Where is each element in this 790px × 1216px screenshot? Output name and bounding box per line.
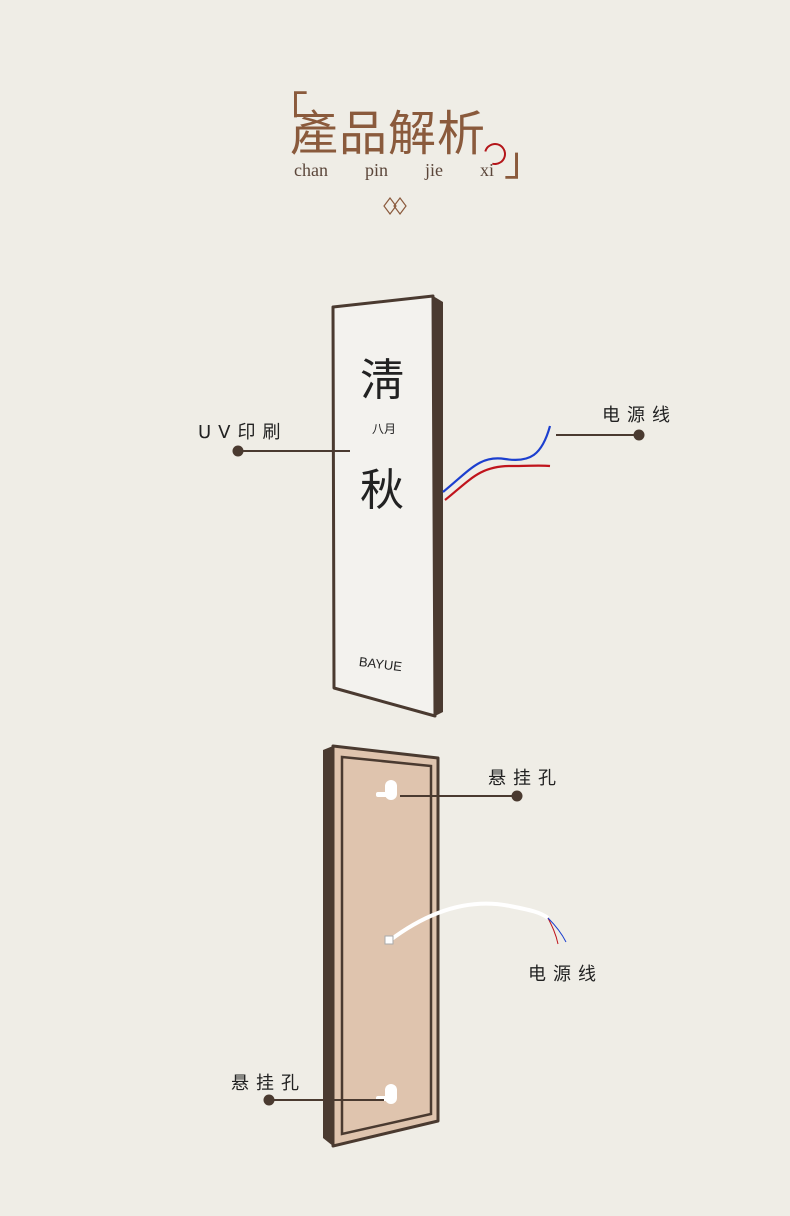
power-cord-label-front: 电源线 (602, 405, 677, 426)
hanging-hole-top-icon (376, 780, 397, 800)
panel-char-top: 淸 (360, 355, 404, 406)
panel-subtitle: 八月 (372, 422, 397, 436)
right-bracket: 」 (504, 139, 544, 185)
left-bracket: 「 (268, 89, 308, 135)
uv-print-label: UV印刷 (198, 422, 288, 443)
pinyin-xi: xi (479, 160, 494, 180)
pinyin-pin: pin (364, 160, 388, 180)
white-power-cord (387, 901, 550, 943)
pinyin-jie: jie (424, 160, 443, 180)
pinyin-chan: chan (294, 160, 328, 180)
panel-char-bottom: 秋 (360, 465, 404, 516)
hanging-hole-label-top: 悬挂孔 (488, 768, 563, 789)
red-wire (444, 464, 551, 501)
power-cord-label-back: 电源线 (528, 964, 603, 985)
front-panel (331, 294, 552, 718)
page-title: 產品解析 (290, 106, 487, 162)
hanging-hole-label-bottom: 悬挂孔 (231, 1073, 306, 1094)
diamond-ornament-icon (383, 197, 407, 215)
back-panel (323, 744, 567, 1148)
hanging-hole-top-dot (511, 790, 523, 802)
title-pinyin: chan pin jie xi (294, 160, 494, 181)
blue-wire (442, 425, 552, 493)
